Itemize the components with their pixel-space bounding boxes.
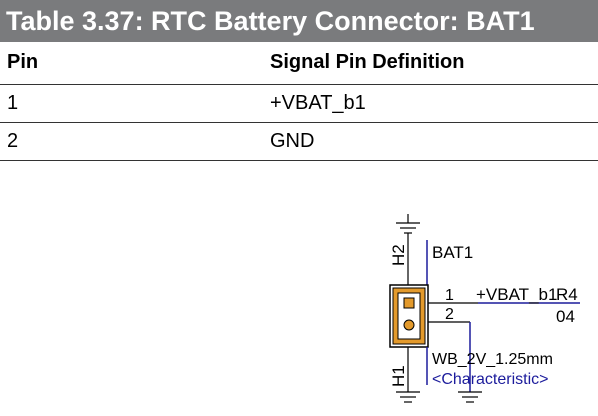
connector-body	[389, 284, 429, 348]
characteristic-label: <Characteristic>	[432, 371, 549, 388]
pin1-pad	[403, 297, 415, 309]
page-ref-bottom: 04	[556, 307, 575, 326]
cell-pin: 1	[0, 84, 268, 123]
ref-h2-label: H2	[389, 244, 408, 266]
ground-symbol-bottom-left	[396, 391, 420, 403]
table-header-row: Pin Signal Pin Definition	[0, 42, 598, 85]
ground-symbol-bottom-right	[458, 391, 482, 403]
net-label: +VBAT_b1	[476, 285, 557, 304]
pin2-number: 2	[445, 306, 454, 323]
cell-signal: +VBAT_b1	[268, 84, 598, 123]
part-value-label: WB_2V_1.25mm	[432, 351, 553, 368]
pin2-pad	[403, 319, 415, 331]
header-signal: Signal Pin Definition	[268, 42, 598, 85]
page-ref-top: R4	[556, 285, 578, 304]
ref-h1-label: H1	[389, 365, 408, 387]
ground-symbol-top	[396, 214, 420, 234]
header-pin: Pin	[0, 42, 268, 85]
pin-table: Pin Signal Pin Definition 1 +VBAT_b1 2 G…	[0, 42, 598, 161]
table-row: 1 +VBAT_b1	[0, 84, 598, 123]
table-row: 2 GND	[0, 122, 598, 161]
cell-pin: 2	[0, 122, 268, 161]
cell-signal: GND	[268, 122, 598, 161]
component-name-label: BAT1	[432, 243, 473, 262]
table-title: Table 3.37: RTC Battery Connector: BAT1	[0, 0, 598, 42]
pin1-number: 1	[445, 287, 454, 304]
